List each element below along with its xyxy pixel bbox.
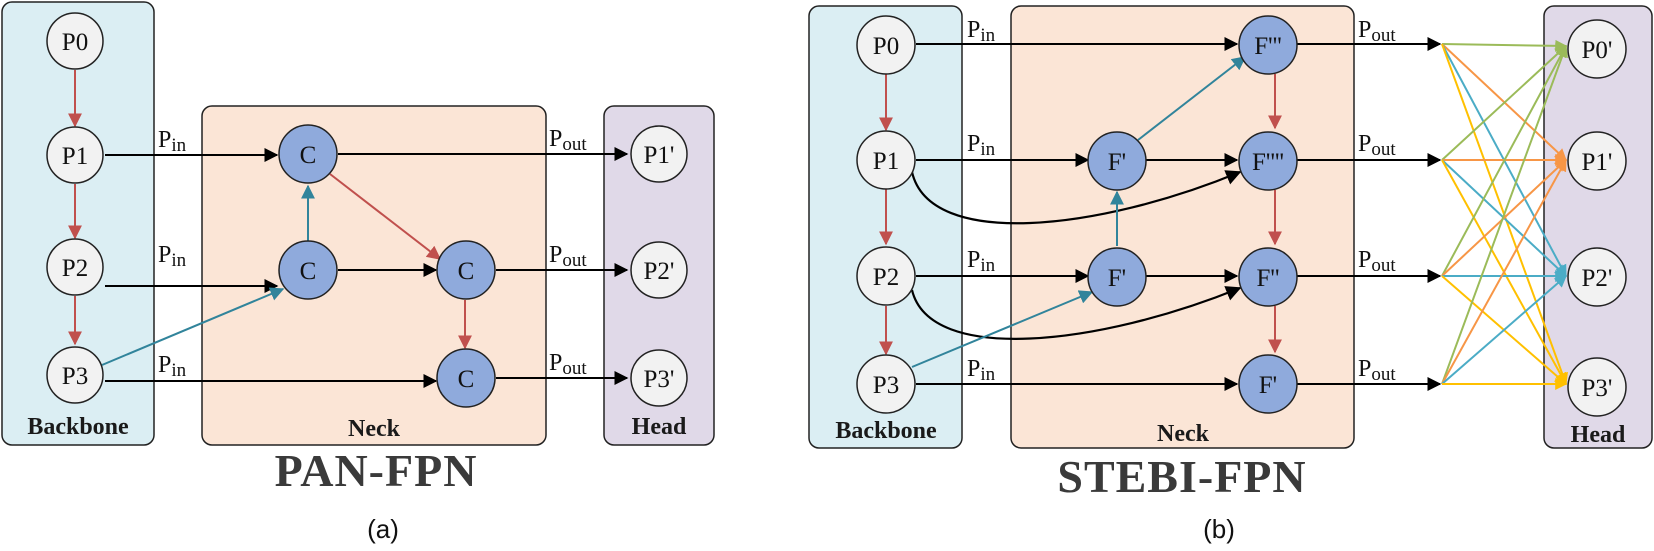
- pin-label-b0: Pin: [967, 17, 996, 46]
- node-c4-a: C: [436, 348, 496, 408]
- edge-p1-f4-curve-b: [910, 170, 1242, 225]
- panel-b: Backbone Neck Head: [808, 5, 1653, 544]
- node-p2prime-a: P2': [630, 241, 688, 299]
- node-p3-a: P3: [46, 346, 104, 404]
- pout-label-a3: Pout: [549, 350, 587, 379]
- svg-text:P3: P3: [873, 372, 899, 399]
- svg-text:F': F': [1108, 265, 1126, 292]
- svg-text:P3': P3': [1582, 375, 1613, 402]
- node-f3-b: F''': [1238, 15, 1298, 75]
- node-p3prime-b: P3': [1567, 357, 1627, 417]
- pin-label-a3: Pin: [158, 352, 187, 381]
- pout-label-b1: Pout: [1358, 131, 1396, 160]
- svg-text:P0: P0: [873, 33, 899, 60]
- neck-box-b: [1010, 5, 1355, 449]
- head-label-b: Head: [1571, 422, 1626, 448]
- svg-text:P1': P1': [1582, 149, 1613, 176]
- edge-p2-f5-curve-b: [910, 286, 1242, 340]
- pin-label-b2: Pin: [967, 247, 996, 276]
- panel-title-a: PAN-FPN: [275, 445, 478, 496]
- node-p0prime-b: P0': [1567, 19, 1627, 79]
- node-p1-b: P1: [856, 130, 916, 190]
- svg-text:P0': P0': [1582, 37, 1613, 64]
- svg-text:F'': F'': [1257, 265, 1280, 292]
- panel-a: Backbone Neck Head Pin Pin Pin Pout Pout…: [1, 1, 715, 544]
- node-f6-b: F': [1238, 354, 1298, 414]
- pout-label-a1: Pout: [549, 126, 587, 155]
- svg-text:F''': F''': [1254, 33, 1281, 60]
- fan-out-lines: [1441, 39, 1568, 390]
- edge-c1-c3-a: [329, 173, 442, 260]
- node-f4-b: F'''': [1238, 131, 1298, 191]
- svg-text:P1': P1': [644, 142, 675, 169]
- node-p3prime-a: P3': [630, 349, 688, 407]
- edge-p3-c2-a: [101, 287, 285, 366]
- svg-text:P2: P2: [873, 264, 899, 291]
- neck-label-a: Neck: [348, 416, 401, 442]
- pout-label-a2: Pout: [549, 242, 587, 271]
- node-c1-a: C: [278, 124, 338, 184]
- node-p0-a: P0: [46, 12, 104, 70]
- node-p2prime-b: P2': [1567, 247, 1627, 307]
- node-f1-b: F': [1087, 131, 1147, 191]
- pin-label-a1: Pin: [158, 127, 187, 156]
- pout-label-b2: Pout: [1358, 247, 1396, 276]
- node-p2-a: P2: [46, 238, 104, 296]
- panel-title-b: STEBI-FPN: [1057, 451, 1306, 502]
- head-box-b: [1543, 5, 1653, 449]
- neck-label-b: Neck: [1157, 421, 1210, 447]
- pout-label-b3: Pout: [1358, 356, 1396, 385]
- svg-text:C: C: [300, 142, 317, 169]
- node-c3-a: C: [436, 240, 496, 300]
- svg-text:P0: P0: [62, 29, 88, 56]
- backbone-label-a: Backbone: [27, 414, 129, 440]
- head-label-a: Head: [632, 414, 687, 440]
- edge-f1-f3-b: [1137, 56, 1247, 141]
- svg-text:P3': P3': [644, 366, 675, 393]
- panel-caption-a: (a): [367, 514, 399, 544]
- backbone-label-b: Backbone: [835, 418, 937, 444]
- svg-text:P1: P1: [873, 148, 899, 175]
- svg-text:F'''': F'''': [1252, 149, 1284, 176]
- svg-text:F': F': [1259, 372, 1277, 399]
- pout-label-b0: Pout: [1358, 17, 1396, 46]
- svg-text:C: C: [300, 258, 317, 285]
- svg-text:F': F': [1108, 149, 1126, 176]
- svg-text:C: C: [458, 366, 475, 393]
- node-f2-b: F': [1087, 247, 1147, 307]
- svg-text:P2': P2': [644, 258, 675, 285]
- node-p0-b: P0: [856, 15, 916, 75]
- node-f5-b: F'': [1238, 247, 1298, 307]
- node-p1-a: P1: [46, 126, 104, 184]
- node-p1prime-b: P1': [1567, 131, 1627, 191]
- backbone-box-a: [1, 1, 155, 446]
- pin-label-b1: Pin: [967, 131, 996, 160]
- pin-label-b3: Pin: [967, 356, 996, 385]
- panel-caption-b: (b): [1203, 514, 1235, 544]
- svg-text:P3: P3: [62, 363, 88, 390]
- node-c2-a: C: [278, 240, 338, 300]
- node-p1prime-a: P1': [630, 125, 688, 183]
- pin-label-a2: Pin: [158, 242, 187, 271]
- node-p2-b: P2: [856, 246, 916, 306]
- svg-text:P2: P2: [62, 255, 88, 282]
- node-p3-b: P3: [856, 354, 916, 414]
- edge-p3-f2-b: [911, 290, 1094, 368]
- svg-text:P1: P1: [62, 143, 88, 170]
- svg-text:C: C: [458, 258, 475, 285]
- svg-text:P2': P2': [1582, 265, 1613, 292]
